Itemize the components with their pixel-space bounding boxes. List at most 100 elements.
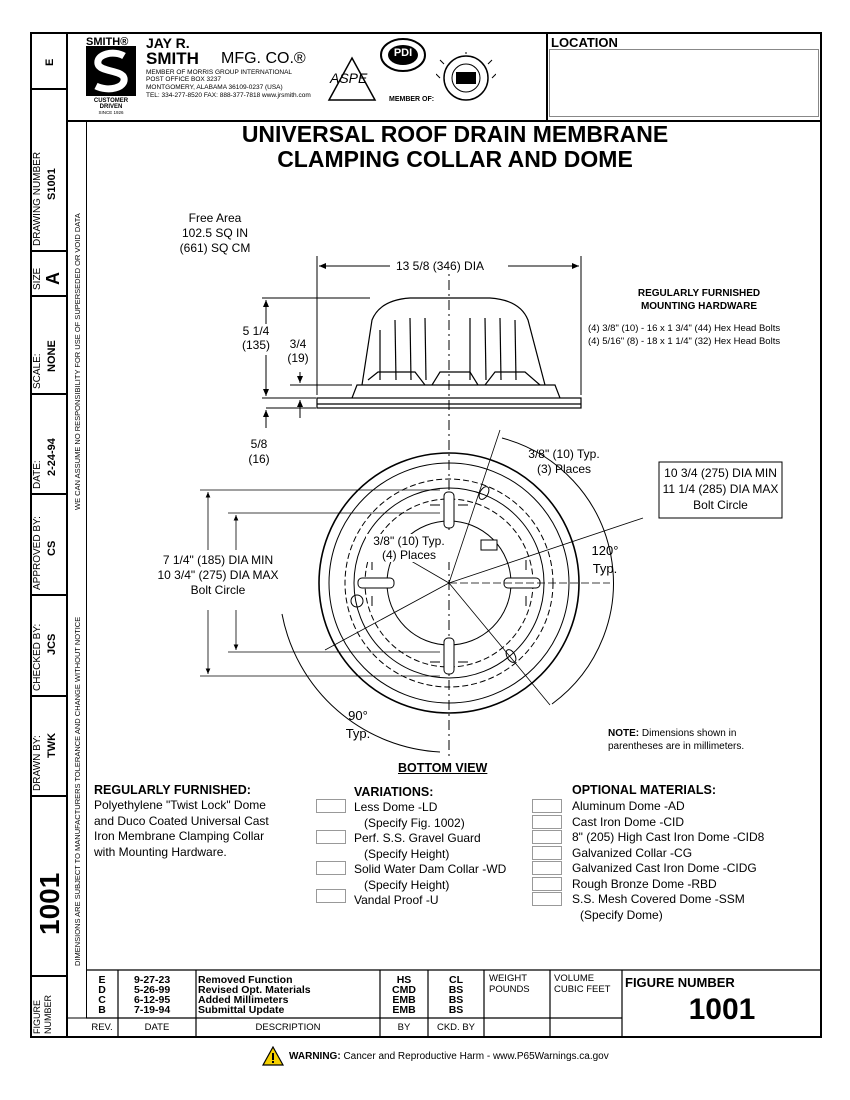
title-line-2: CLAMPING COLLAR AND DOME bbox=[277, 146, 633, 172]
note-text-2: parentheses are in millimeters. bbox=[608, 741, 745, 752]
rev-desc: Revised Opt. Materials bbox=[198, 984, 311, 996]
sidebar-rule bbox=[30, 594, 67, 596]
variation-item: Solid Water Dam Collar -WD bbox=[354, 862, 507, 876]
option-checkbox[interactable] bbox=[532, 830, 562, 844]
angle-90-typ: Typ. bbox=[345, 726, 371, 741]
ckd-column: CL BS BS BS bbox=[428, 974, 484, 1016]
by-column: HS CMD EMB EMB bbox=[380, 975, 428, 1016]
option-checkbox[interactable] bbox=[532, 877, 562, 891]
location-field[interactable] bbox=[549, 49, 819, 117]
option-checkbox[interactable] bbox=[532, 861, 562, 875]
header-date: DATE bbox=[144, 1022, 170, 1033]
furnished-line: Polyethylene "Twist Lock" Dome bbox=[94, 798, 266, 812]
weight-label: WEIGHT bbox=[489, 973, 527, 984]
contact-line: TEL: 334-277-8520 FAX: 888-377-7818 www.… bbox=[146, 92, 311, 99]
hardware-list: (4) 3/8" (10) - 16 x 1 3/4" (44) Hex Hea… bbox=[588, 322, 780, 348]
angle-120-value: 120° bbox=[591, 543, 619, 558]
sidebar-rule bbox=[30, 493, 67, 495]
header-description: DESCRIPTION bbox=[255, 1022, 321, 1033]
flange-mm: (19) bbox=[287, 351, 309, 365]
company-line1: JAY R. bbox=[146, 35, 190, 51]
three-places-count: (3) Places bbox=[536, 462, 592, 476]
rev-ckd: CL bbox=[449, 974, 463, 986]
option-sub: (Specify Dome) bbox=[580, 907, 663, 922]
rev-by: EMB bbox=[392, 994, 416, 1006]
warning-message: Cancer and Reproductive Harm - www.P65Wa… bbox=[340, 1051, 609, 1062]
base-dimension: 5/8 (16) bbox=[242, 437, 276, 467]
hardware-item: (4) 3/8" (10) - 16 x 1 3/4" (44) Hex Hea… bbox=[588, 323, 781, 334]
base-mm: (16) bbox=[248, 452, 270, 466]
sidebar-rule bbox=[30, 295, 67, 297]
since-year: SINCE 1926 bbox=[98, 110, 124, 115]
address-1: POST OFFICE BOX 3237 bbox=[146, 76, 222, 83]
furnished-title: REGULARLY FURNISHED: bbox=[94, 783, 251, 797]
four-places-size: 3/8" (10) Typ. bbox=[373, 534, 445, 548]
warning-label: WARNING: bbox=[289, 1051, 341, 1062]
bolt-circle-min: 10 3/4 (275) DIA MIN bbox=[664, 466, 777, 480]
header-ckd: CKD. BY bbox=[436, 1022, 475, 1033]
option-checkbox[interactable] bbox=[532, 815, 562, 829]
asse-seal-icon bbox=[436, 52, 496, 101]
flange-value: 3/4 bbox=[289, 337, 307, 351]
rev-letter: B bbox=[98, 1004, 106, 1016]
location-label: LOCATION bbox=[551, 35, 618, 50]
option-checkbox[interactable] bbox=[532, 846, 562, 860]
bolt-circle-left: 7 1/4" (185) DIA MIN 10 3/4" (275) DIA M… bbox=[148, 553, 288, 598]
variation-item: Perf. S.S. Gravel Guard bbox=[354, 831, 481, 845]
member-of: MEMBER OF: bbox=[389, 96, 435, 103]
variation-checkbox[interactable] bbox=[316, 889, 346, 903]
rev-ckd: BS bbox=[448, 994, 464, 1006]
customer-driven: CUSTOMER DRIVEN bbox=[93, 98, 129, 110]
volume-cell: VOLUME CUBIC FEET bbox=[554, 973, 610, 995]
title-line-1: UNIVERSAL ROOF DRAIN MEMBRANE bbox=[241, 121, 669, 147]
rev-column: E D C B bbox=[88, 974, 116, 1016]
bolt-circle-max: 11 1/4 (285) DIA MAX bbox=[662, 482, 779, 496]
rev-letter: C bbox=[98, 994, 106, 1006]
variation-checkbox[interactable] bbox=[316, 799, 346, 813]
sidebar-rule bbox=[30, 695, 67, 697]
sidebar-rule bbox=[30, 88, 67, 90]
rev-date: 7-19-94 bbox=[134, 1004, 171, 1016]
variation-sub: (Specify Height) bbox=[364, 846, 450, 861]
furnished-line: Iron Membrane Clamping Collar bbox=[94, 829, 265, 843]
three-places-note: 3/8" (10) Typ. (3) Places bbox=[518, 447, 610, 477]
option-item: Cast Iron Dome -CID bbox=[572, 814, 685, 829]
sidebar-rule bbox=[30, 795, 67, 797]
option-item: Galvanized Collar -CG bbox=[572, 845, 693, 860]
header-rev: REV. bbox=[91, 1022, 113, 1033]
bolt-circle-left-max: 10 3/4" (275) DIA MAX bbox=[157, 568, 279, 582]
bolt-circle-right: 10 3/4 (275) DIA MIN 11 1/4 (285) DIA MA… bbox=[659, 465, 782, 513]
angle-120: 120° Typ. bbox=[585, 542, 625, 578]
hardware-item: (4) 5/16" (8) - 18 x 1 1/4" (32) Hex Hea… bbox=[588, 336, 781, 347]
variation-checkbox[interactable] bbox=[316, 861, 346, 875]
angle-90: 90° Typ. bbox=[338, 707, 378, 743]
note-text-1: Dimensions shown in bbox=[639, 728, 737, 739]
furnished-line: and Duco Coated Universal Cast bbox=[94, 813, 269, 828]
sidebar-rule bbox=[30, 250, 67, 252]
note-label: NOTE: bbox=[608, 728, 640, 739]
rev-date: 6-12-95 bbox=[134, 994, 171, 1006]
free-area-in: 102.5 SQ IN bbox=[181, 226, 249, 240]
rev-date: 5-26-99 bbox=[134, 984, 171, 996]
variation-item: Less Dome -LD bbox=[354, 800, 438, 814]
bottom-view-label: BOTTOM VIEW bbox=[398, 761, 488, 775]
variation-checkbox[interactable] bbox=[316, 830, 346, 844]
company-line2: SMITH bbox=[146, 49, 199, 68]
free-area-label: Free Area bbox=[188, 211, 242, 225]
variation-sub: (Specify Fig. 1002) bbox=[364, 815, 465, 830]
location-divider bbox=[546, 32, 548, 121]
sidebar-rule bbox=[30, 393, 67, 395]
option-checkbox[interactable] bbox=[532, 799, 562, 813]
header-by: BY bbox=[397, 1022, 411, 1033]
option-item: Aluminum Dome -AD bbox=[572, 799, 685, 813]
variation-sub: (Specify Height) bbox=[364, 877, 450, 892]
pdi-logo-icon bbox=[380, 38, 426, 72]
bolt-circle-label: Bolt Circle bbox=[693, 498, 748, 512]
dome-bottom-view bbox=[200, 429, 644, 753]
option-checkbox[interactable] bbox=[532, 892, 562, 906]
rev-letter: E bbox=[98, 974, 106, 986]
rev-desc: Removed Function bbox=[198, 974, 293, 986]
angle-90-value: 90° bbox=[348, 708, 368, 723]
member-line: MEMBER OF MORRIS GROUP INTERNATIONAL bbox=[146, 69, 293, 76]
dimension-note: NOTE: Dimensions shown in parentheses ar… bbox=[608, 727, 744, 753]
